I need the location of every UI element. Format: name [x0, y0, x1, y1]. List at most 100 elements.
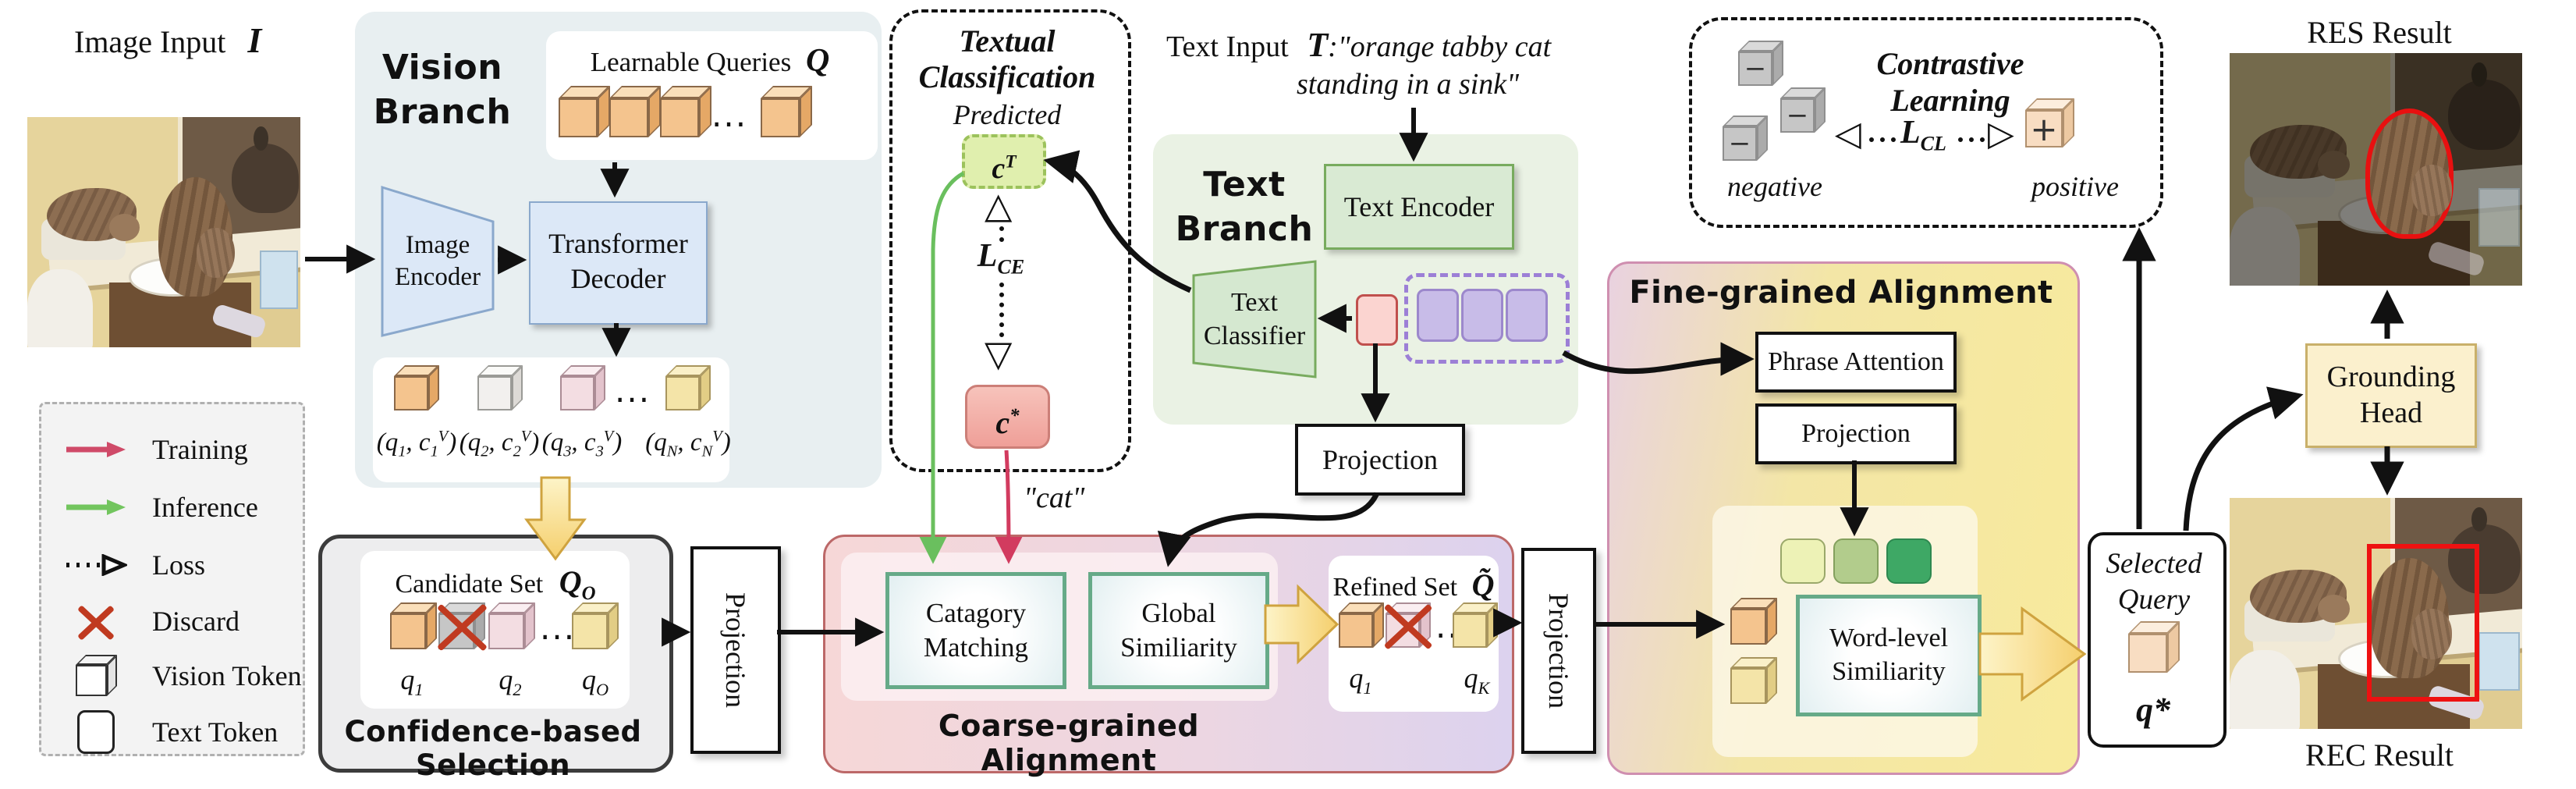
fine-alignment-title: Fine-grained Alignment	[1629, 275, 2053, 311]
phrase-attention-box: Phrase Attention	[1755, 332, 1957, 393]
ground-truth-class-token: c*	[965, 385, 1050, 449]
negative-label: negative	[1727, 171, 1822, 202]
vision-token-cube	[394, 365, 439, 410]
candidate-cube	[572, 602, 619, 649]
refined-cube	[1339, 602, 1384, 648]
input-image	[27, 117, 300, 347]
inference-arrow-icon	[60, 498, 132, 517]
category-matching-box: Catagory Matching	[885, 572, 1066, 689]
refined-set-label: Refined Set Q̃	[1332, 567, 1495, 602]
refined-label: qK	[1464, 663, 1490, 698]
ellipsis: ···	[540, 618, 577, 656]
candidate-label: q1	[400, 664, 424, 700]
loss-dotted-line	[999, 226, 1004, 242]
coarse-alignment-title: Coarse-grained Alignment	[938, 709, 1200, 777]
selected-query-label: Selected Query	[2106, 548, 2202, 617]
text-input-symbol: T	[1307, 26, 1329, 64]
legend-item-loss: Loss	[60, 542, 205, 588]
legend-label: Discard	[152, 606, 240, 637]
loss-arrowhead-up: △	[985, 184, 1013, 226]
transformer-decoder: Transformer Decoder	[529, 201, 708, 325]
candidate-cube	[488, 602, 535, 649]
word-level-similarity-box: Word-level Similiarity	[1796, 595, 1982, 716]
projection-box-text: Projection	[1295, 424, 1465, 496]
res-result-image	[2230, 53, 2522, 286]
vision-branch-title: Vision Branch	[373, 48, 512, 133]
ellipsis: ···	[711, 105, 748, 144]
legend-item-text-token: Text Token	[60, 709, 278, 755]
refined-label: q1	[1349, 663, 1372, 698]
global-similarity-box: Global Similiarity	[1088, 572, 1269, 689]
legend-label: Inference	[152, 492, 258, 523]
sentence-token	[1356, 294, 1398, 346]
loss-arrowhead-left: ◁	[1835, 114, 1861, 154]
loss-arrowhead-down: ▽	[985, 332, 1013, 375]
predicted-class-token: cT	[962, 134, 1046, 189]
text-input-label: Text Input T:"orange tabby cat	[1166, 26, 1552, 64]
legend-label: Vision Token	[152, 660, 302, 691]
fine-query-cube	[1730, 657, 1777, 704]
text-input-quote: "orange tabby cat	[1337, 30, 1552, 63]
refined-cube-discarded	[1386, 602, 1431, 648]
candidate-label: q2	[499, 664, 522, 700]
text-branch-title: Text Branch	[1175, 165, 1314, 250]
candidate-cube	[390, 602, 437, 649]
refined-cube	[1453, 602, 1498, 648]
legend: Training Inference Loss Discard Vision T…	[39, 402, 305, 756]
learnable-queries-label: Learnable Queries Q	[590, 43, 830, 79]
loss-ce-label: LCE	[977, 238, 1025, 279]
legend-item-training: Training	[60, 426, 248, 473]
text-encoder: Text Encoder	[1324, 164, 1514, 250]
legend-label: Training	[152, 434, 248, 465]
projection-box-2: Projection	[1521, 548, 1596, 754]
word-token	[1506, 289, 1548, 342]
candidate-set-symbol: QO	[559, 564, 596, 604]
query-cube	[761, 86, 812, 137]
image-encoder-shape	[381, 185, 495, 337]
ellipsis: ···	[615, 381, 651, 419]
fine-query-cube	[1730, 598, 1777, 645]
image-input-symbol: I	[247, 20, 262, 60]
learnable-queries-card: Learnable Queries Q	[546, 31, 878, 160]
word-feature-token	[1780, 538, 1826, 584]
query-cube	[559, 86, 610, 137]
loss-dotted-line	[1958, 137, 1985, 142]
rec-result-label: REC Result	[2305, 737, 2454, 773]
grounding-head-box: Grounding Head	[2305, 343, 2477, 448]
res-result-label: RES Result	[2307, 15, 2452, 50]
selected-query-cube	[2128, 621, 2180, 673]
vision-token-label: (qN, cNV)	[645, 428, 731, 460]
text-classifier-shape	[1192, 260, 1317, 379]
positive-label: positive	[2031, 171, 2119, 202]
query-cube	[609, 86, 661, 137]
text-classifier: Text Classifier	[1192, 260, 1317, 379]
vision-token-cube	[560, 365, 605, 410]
query-cube	[660, 86, 711, 137]
refined-set-symbol: Q̃	[1471, 567, 1495, 602]
legend-label: Text Token	[152, 716, 279, 748]
legend-item-vision-token: Vision Token	[60, 652, 302, 699]
candidate-label: qO	[581, 664, 609, 700]
candidate-set-label: Candidate Set QO	[395, 564, 596, 604]
loss-dotted-line	[1869, 137, 1896, 142]
text-input-quote: standing in a sink"	[1297, 68, 1520, 101]
loss-arrowhead-right: ▷	[1988, 114, 2014, 154]
loss-cl-label: LCL	[1900, 115, 1946, 155]
word-feature-token	[1886, 538, 1932, 584]
predicted-label: Predicted	[953, 99, 1062, 130]
legend-item-inference: Inference	[60, 484, 258, 531]
contrastive-learning-title: Contrastive Learning	[1876, 46, 2024, 118]
projection-box-fine: Projection	[1755, 403, 1957, 464]
projection-box-1: Projection	[690, 546, 781, 754]
negative-sample-cube: −	[1723, 116, 1768, 161]
vision-token-label: (q2, c2V)	[459, 428, 540, 460]
word-tokens-group	[1404, 273, 1570, 364]
loss-arrow-icon	[60, 554, 132, 576]
loss-dotted-line	[999, 283, 1004, 337]
text-token-icon	[60, 710, 132, 754]
vision-token-icon	[60, 653, 132, 698]
detection-bounding-box	[2367, 544, 2479, 702]
image-input-label: Image Input I	[74, 20, 324, 61]
legend-item-discard: Discard	[60, 598, 240, 645]
